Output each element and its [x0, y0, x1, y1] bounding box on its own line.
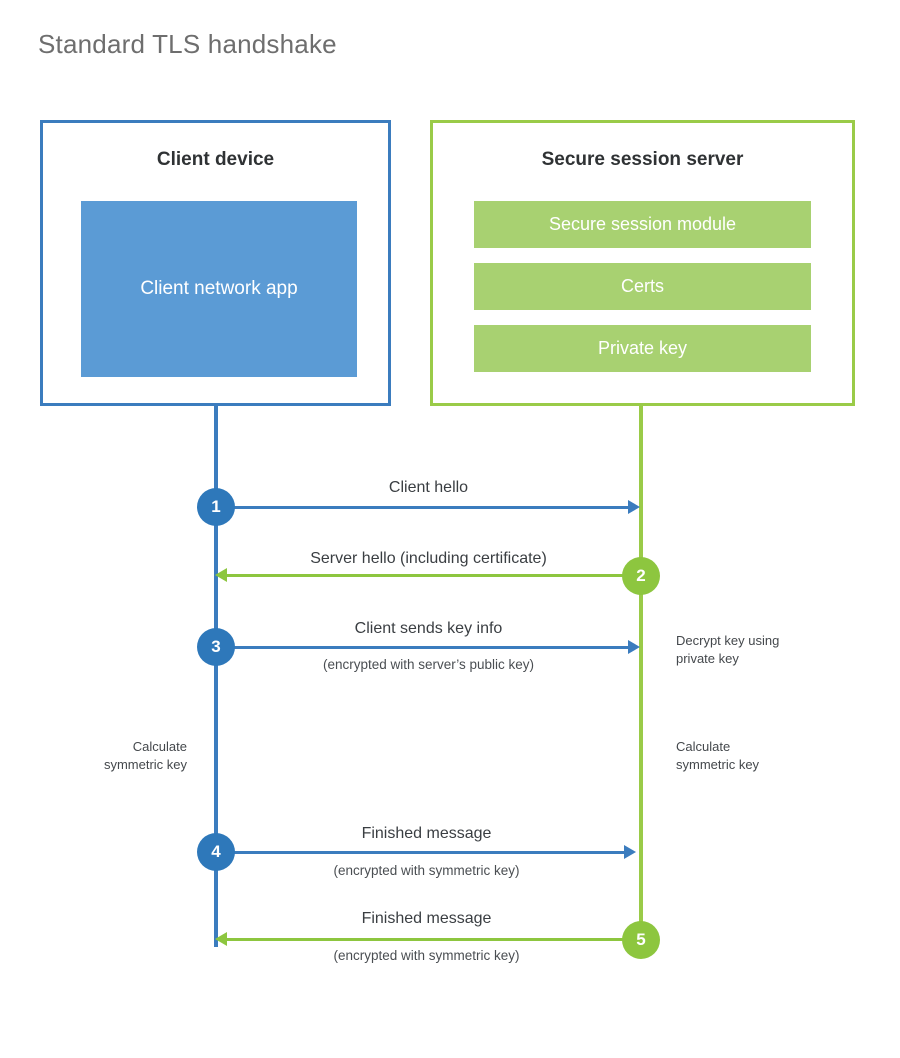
step-4-marker[interactable]: 4: [197, 833, 235, 871]
client-lifeline: [214, 404, 218, 947]
step-4-arrow-line: [216, 851, 624, 854]
server-calculate-symmetric-key-note: Calculate symmetric key: [676, 739, 760, 772]
server-module-private-key: Private key: [474, 325, 811, 372]
step-2-arrow-line: [227, 574, 641, 577]
step-2-arrowhead-icon: [215, 568, 227, 582]
step-3-marker[interactable]: 3: [197, 628, 235, 666]
server-lifeline: [639, 404, 643, 940]
client-device-title: Client device: [156, 149, 275, 170]
client-calculate-symmetric-key-note: Calculate symmetric key: [103, 739, 187, 772]
step-3-arrowhead-icon: [628, 640, 640, 654]
server-decrypt-note: Decrypt key using private key: [676, 633, 780, 666]
client-device-box: Client device Client network app: [40, 120, 391, 406]
step-4-label: Finished message: [361, 825, 492, 842]
step-4-sublabel: (encrypted with symmetric key): [333, 863, 520, 878]
step-1-arrowhead-icon: [628, 500, 640, 514]
step-5-arrow-line: [227, 938, 641, 941]
step-5-label: Finished message: [361, 910, 492, 927]
step-5-marker[interactable]: 5: [622, 921, 660, 959]
secure-session-server-title: Secure session server: [541, 149, 744, 170]
step-1-arrow-line: [216, 506, 628, 509]
step-3-label: Client sends key info: [354, 620, 503, 637]
step-1-marker[interactable]: 1: [197, 488, 235, 526]
step-2-label: Server hello (including certificate): [310, 550, 547, 567]
step-2-marker[interactable]: 2: [622, 557, 660, 595]
page-title: Standard TLS handshake: [38, 29, 337, 59]
step-5-sublabel: (encrypted with symmetric key): [333, 948, 520, 963]
server-module-secure-session-module: Secure session module: [474, 201, 811, 248]
step-5-arrowhead-icon: [215, 932, 227, 946]
step-3-sublabel: (encrypted with server’s public key): [322, 657, 535, 672]
step-3-arrow-line: [216, 646, 628, 649]
step-4-arrowhead-icon: [624, 845, 636, 859]
server-module-certs: Certs: [474, 263, 811, 310]
client-network-app-block: Client network app: [81, 201, 357, 377]
step-1-label: Client hello: [388, 479, 469, 496]
secure-session-server-box: Secure session server Secure session mod…: [430, 120, 855, 406]
